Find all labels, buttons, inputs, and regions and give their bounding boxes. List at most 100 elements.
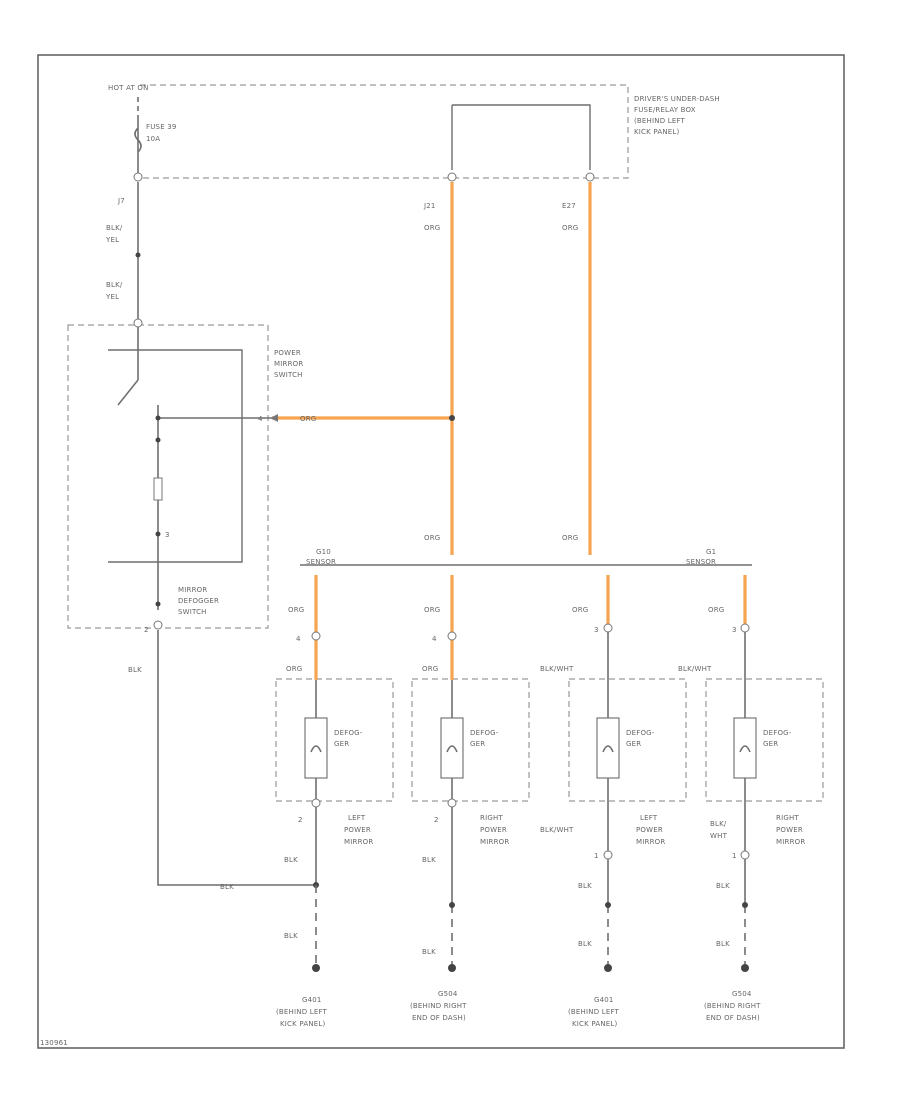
defogger-feed-wires: [315, 680, 746, 718]
ground-g401-label-2: (BEHIND LEFT: [568, 1008, 620, 1016]
wire-color-label: BLK: [716, 882, 730, 890]
mirror-connector: [603, 623, 613, 633]
defogger-label-1: DEFOG-: [763, 729, 792, 737]
wire-color-label: ORG: [300, 415, 316, 423]
mirror-defogger-switch-label-1: MIRROR: [178, 586, 207, 594]
indicator-lamp-icon: [153, 477, 163, 501]
power-mirror-switch-label-1: POWER: [274, 349, 301, 357]
underdash-fuse-box-boundary: [140, 84, 629, 179]
wire-color-label: BLK/WHT: [540, 826, 574, 834]
wire-color-label: BLK: [220, 883, 234, 891]
pin-label: 3: [732, 626, 737, 634]
switch-ground-wire: [157, 630, 316, 886]
switch-connector: [153, 620, 163, 630]
underdash-box-label-1: DRIVER'S UNDER-DASH: [634, 95, 720, 103]
joint-right-label-2: SENSOR: [686, 558, 716, 566]
switch-pin-label: 3: [165, 531, 170, 539]
ground-icon: [741, 964, 749, 972]
fuse-box-internal: [452, 104, 591, 170]
ground-g401-label-1: G401: [302, 996, 322, 1004]
arrow-icon: [270, 414, 278, 422]
wire-color-label: ORG: [562, 534, 578, 542]
right-power-mirror-label-3: MIRROR: [776, 838, 805, 846]
left-power-mirror-label-1: LEFT: [640, 814, 658, 822]
wire-color-label: ORG: [708, 606, 724, 614]
wire-color-label: ORG: [288, 606, 304, 614]
right-power-mirror-label-2: POWER: [480, 826, 507, 834]
ground-g401-label-2: (BEHIND LEFT: [276, 1008, 328, 1016]
power-mirror-switch-label-3: SWITCH: [274, 371, 303, 379]
hot-label: HOT AT ON: [108, 84, 149, 92]
mirror-connector: [447, 631, 457, 641]
splice-dot: [605, 902, 611, 908]
wire-color-label: BLK: [284, 856, 298, 864]
wire-color-label: BLK/: [106, 224, 123, 232]
mirror-connector: [740, 623, 750, 633]
splice-dot: [155, 437, 161, 443]
pin-label: 2: [434, 816, 439, 824]
wire-color-label: BLK/: [106, 281, 123, 289]
wire-color-label: ORG: [572, 606, 588, 614]
defogger-label-2: GER: [334, 740, 349, 748]
wire-color-label: ORG: [422, 665, 438, 673]
fuse-icon: [134, 127, 142, 153]
joint-left-label-2: SENSOR: [306, 558, 336, 566]
wire-color-label: BLK/: [710, 820, 727, 828]
ground-icon: [604, 964, 612, 972]
splice-dot: [155, 415, 161, 421]
defogger-element-right-2: [733, 717, 757, 779]
ground-g504-label-1: G504: [732, 990, 752, 998]
right-power-mirror-label-3: MIRROR: [480, 838, 509, 846]
joint-left-label-1: G10: [316, 548, 331, 556]
mirror-connector: [311, 798, 321, 808]
wire-color-label: YEL: [105, 293, 119, 301]
ground-g401-label-3: KICK PANEL): [572, 1020, 617, 1028]
wire-color-label: WHT: [710, 832, 728, 840]
pin-label: 3: [594, 626, 599, 634]
pin-label: 1: [594, 852, 599, 860]
splice-dot: [155, 601, 161, 607]
wire-color-label: BLK: [284, 932, 298, 940]
splice-dot: [742, 902, 748, 908]
switch-connector: [133, 318, 143, 328]
switch-pin-label: 2: [144, 626, 149, 634]
defogger-element-right: [440, 717, 464, 779]
ground-g401-label-3: KICK PANEL): [280, 1020, 325, 1028]
right-power-mirror-label-1: RIGHT: [480, 814, 503, 822]
power-mirror-switch-boundary: [67, 324, 269, 629]
figure-code: 130961: [40, 1039, 68, 1047]
pin-j21-label: J21: [423, 202, 436, 210]
j21-connector: [447, 172, 457, 182]
wire-color-label: YEL: [105, 236, 119, 244]
wire-color-label: BLK: [422, 856, 436, 864]
splice-dot: [449, 902, 455, 908]
defogger-label-2: GER: [763, 740, 778, 748]
ground-g504-label-1: G504: [438, 990, 458, 998]
wire-color-label: BLK/WHT: [678, 665, 712, 673]
pin-label: 4: [432, 635, 437, 643]
left-power-mirror-label-2: POWER: [344, 826, 371, 834]
defogger-element-left-2: [596, 717, 620, 779]
pin-e27-label: E27: [562, 202, 576, 210]
mirror-connector: [603, 850, 613, 860]
wire-color-label: ORG: [286, 665, 302, 673]
left-power-mirror-label-2: POWER: [636, 826, 663, 834]
mirror-connector: [447, 798, 457, 808]
wire-color-label: BLK: [716, 940, 730, 948]
e27-connector: [585, 172, 595, 182]
defogger-label-2: GER: [626, 740, 641, 748]
left-power-mirror-label-3: MIRROR: [636, 838, 665, 846]
wire-color-label: BLK/WHT: [540, 665, 574, 673]
pin-label: 4: [296, 635, 301, 643]
left-power-mirror-label-3: MIRROR: [344, 838, 373, 846]
fuse-label: FUSE 39: [146, 123, 177, 131]
mirror-defogger-switch-label-2: DEFOGGER: [178, 597, 219, 605]
right-power-mirror-label-2: POWER: [776, 826, 803, 834]
joint-right-label-1: G1: [706, 548, 716, 556]
defogger-label-1: DEFOG-: [470, 729, 499, 737]
underdash-box-label-4: KICK PANEL): [634, 128, 679, 136]
wire-color-label: ORG: [562, 224, 578, 232]
wire-color-label: ORG: [424, 224, 440, 232]
wire-color-label: BLK: [578, 882, 592, 890]
